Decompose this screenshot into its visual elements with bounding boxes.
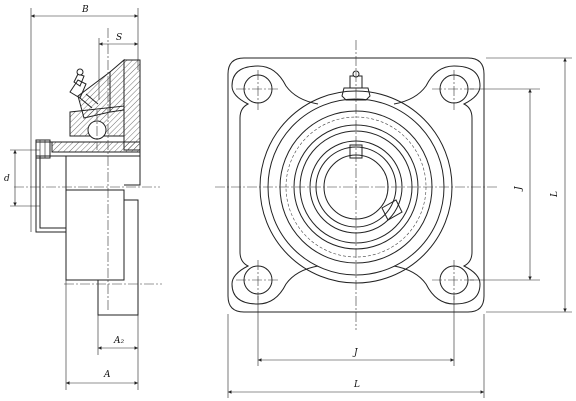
label-s: S (116, 33, 122, 43)
dimension-a: A (65, 280, 139, 390)
dimension-a2: A₂ (97, 315, 139, 355)
side-view: B S d (4, 5, 162, 390)
dimension-j-horizontal: J (257, 296, 455, 366)
label-j-vertical: J (514, 185, 524, 192)
dimension-l-horizontal: L (227, 314, 485, 398)
label-j-horizontal: J (352, 348, 359, 358)
label-a2: A₂ (113, 336, 124, 346)
label-d: d (4, 174, 10, 184)
label-a: A (103, 370, 111, 380)
dimension-l-vertical: L (486, 57, 572, 313)
dimension-d: d (4, 149, 40, 207)
dimension-j-vertical: J (470, 88, 540, 281)
label-l-horizontal: L (353, 380, 360, 390)
grease-nipple-side (69, 68, 99, 109)
label-l-vertical: L (550, 191, 560, 198)
label-b: B (81, 5, 89, 15)
front-view: J L J L (215, 40, 572, 398)
